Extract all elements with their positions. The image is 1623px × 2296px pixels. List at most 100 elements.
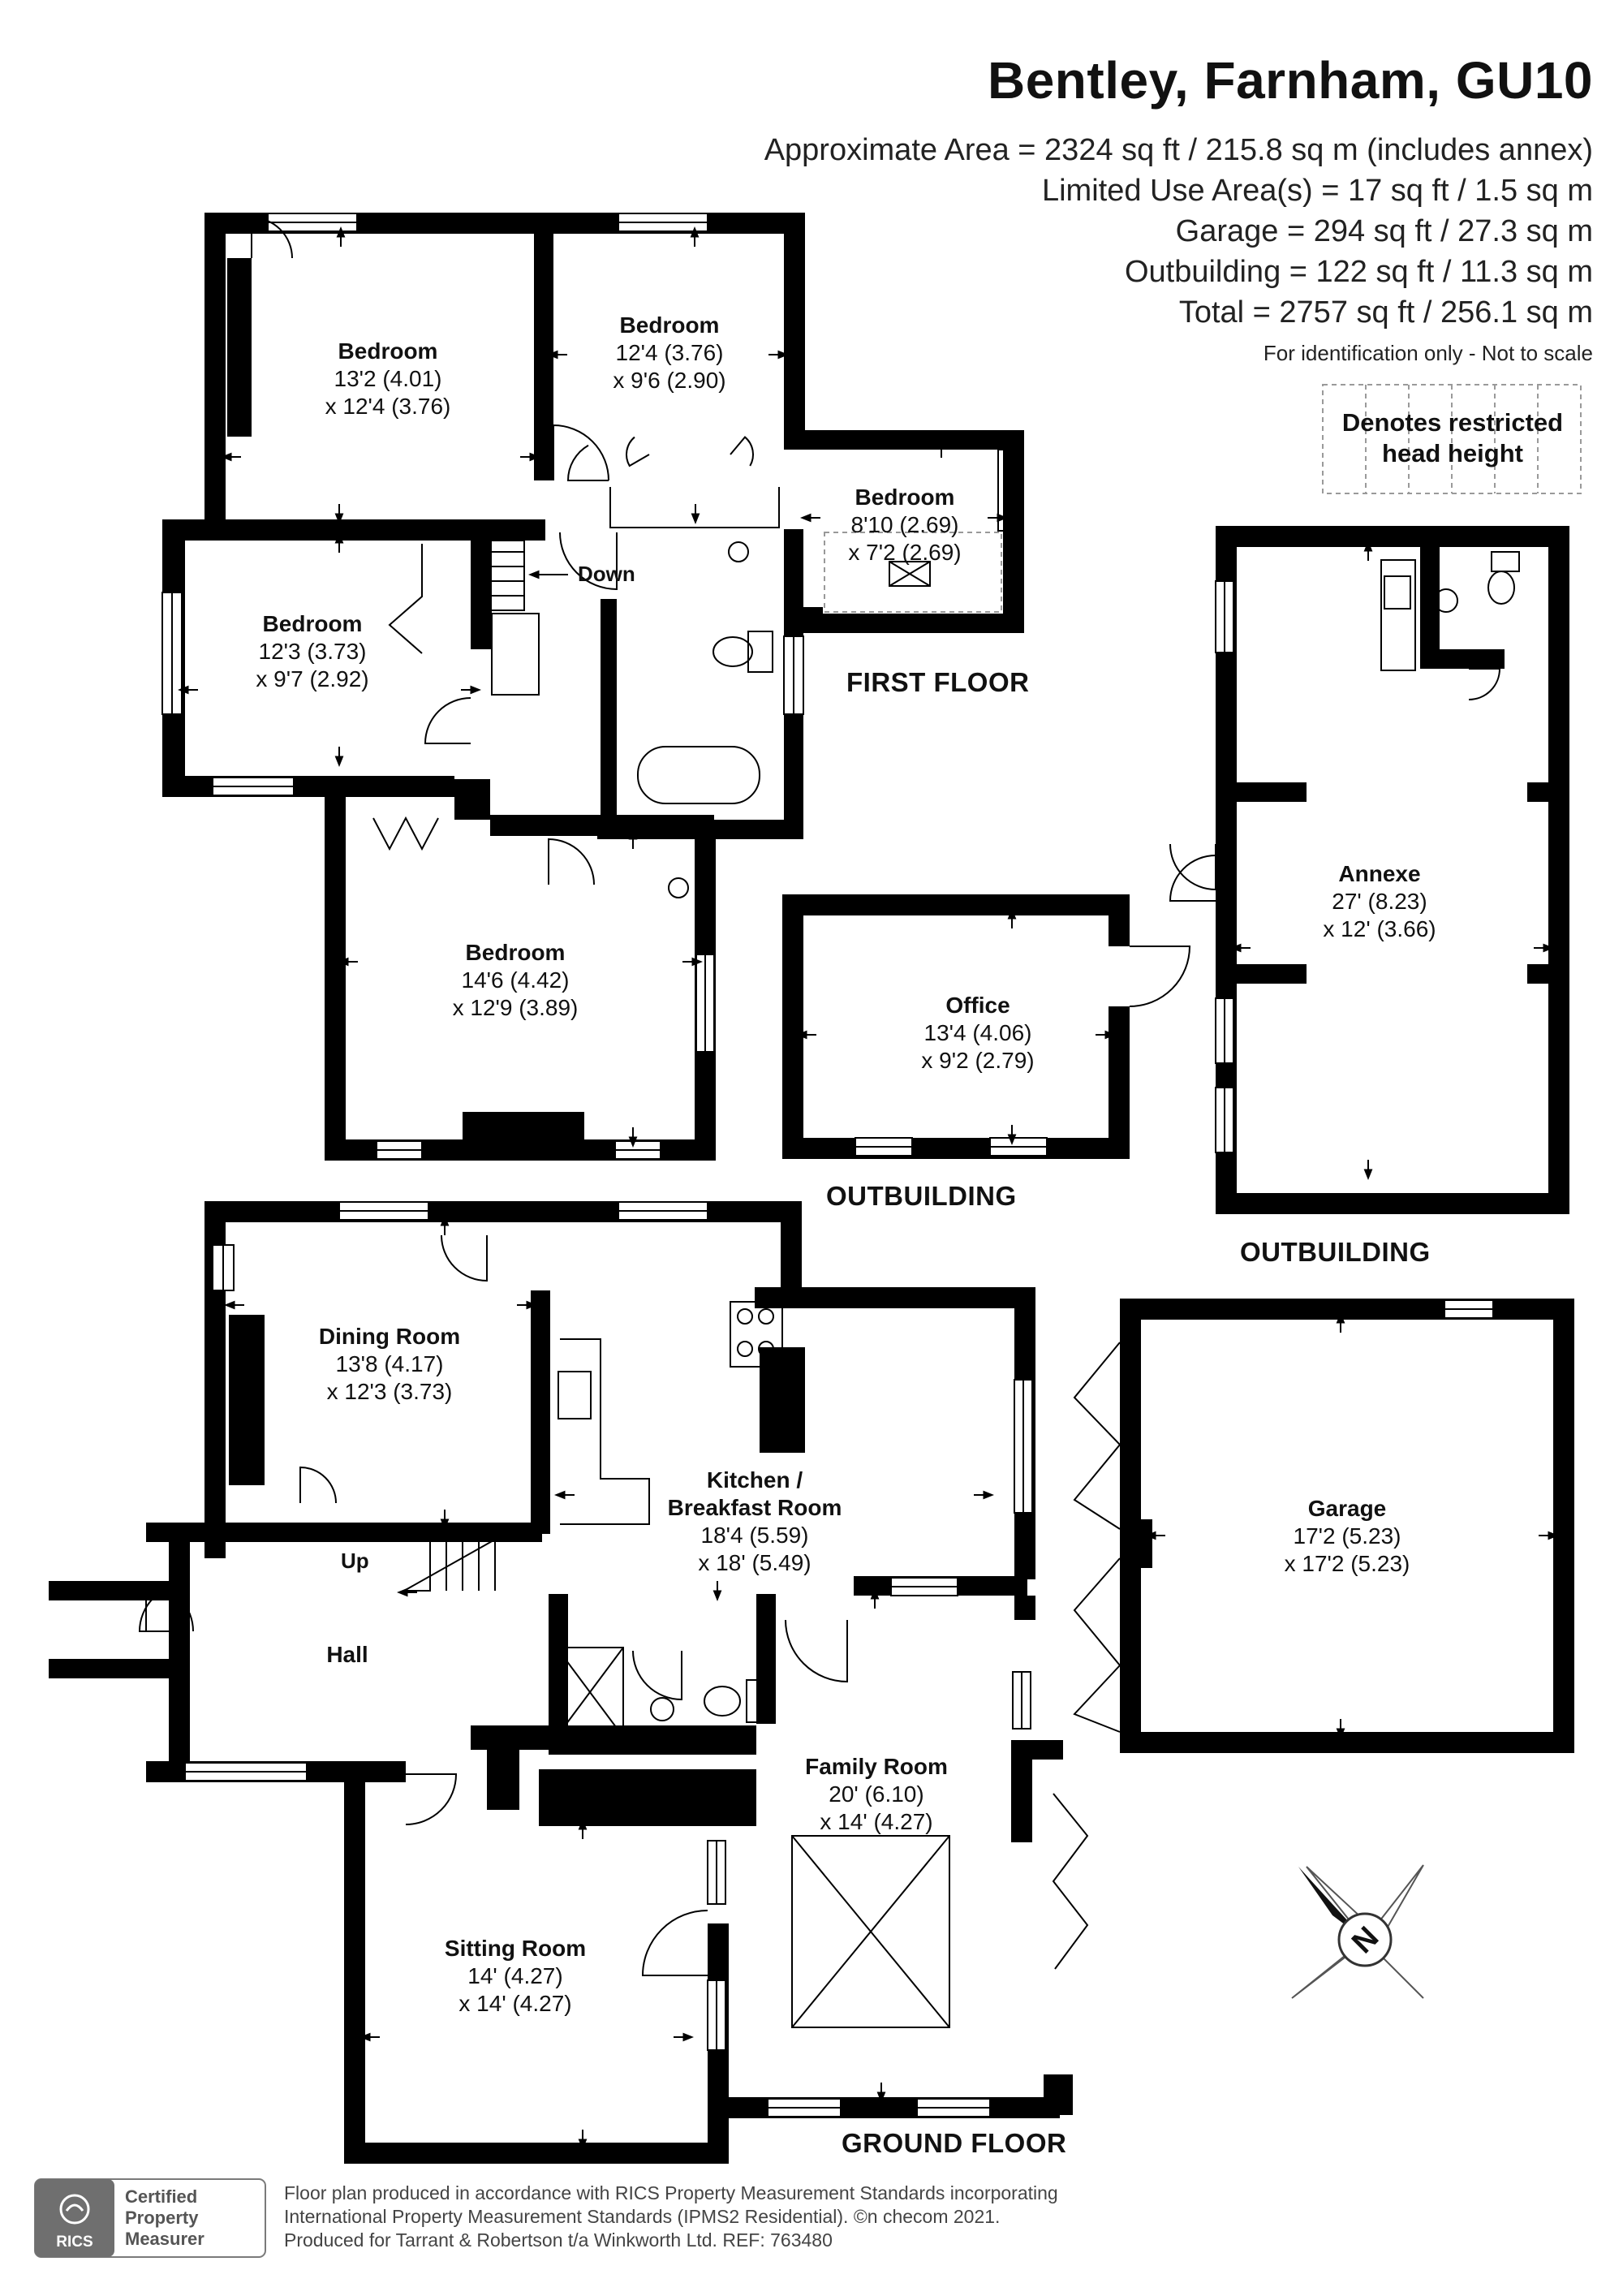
- room-dim-1: 14' (4.27): [467, 1963, 563, 1988]
- wall-segment: [204, 519, 545, 541]
- dimension-arrow: [440, 1215, 450, 1226]
- room-dining: Dining Room 13'8 (4.17) x 12'3 (3.73): [292, 1323, 487, 1406]
- garage-area: Garage = 294 sq ft / 27.3 sq m: [1175, 214, 1593, 248]
- door-swing: [1169, 855, 1216, 902]
- hob-ring: [758, 1308, 774, 1325]
- stairs-down-label: Down: [578, 562, 635, 586]
- room-name: Bedroom: [855, 485, 955, 510]
- wardrobe-doors: [388, 544, 423, 654]
- wc-bowl: [712, 636, 753, 667]
- annexe-wc-cistern: [1491, 551, 1520, 572]
- door-swing: [251, 216, 293, 259]
- badge-line-1: Certified: [125, 2186, 197, 2207]
- wall-segment: [344, 2143, 729, 2164]
- dimension-arrow: [997, 513, 1008, 523]
- room-sitting: Sitting Room 14' (4.27) x 14' (4.27): [418, 1935, 613, 2018]
- door-swing: [441, 1234, 488, 1282]
- room-dim-1: 12'4 (3.76): [615, 340, 724, 365]
- limited-use-area: Limited Use Area(s) = 17 sq ft / 1.5 sq …: [1041, 174, 1593, 208]
- hob: [730, 1301, 783, 1368]
- room-dim-1: 20' (6.10): [829, 1781, 924, 1807]
- room-name: Sitting Room: [444, 1936, 587, 1961]
- wall-segment: [549, 1725, 756, 1755]
- restricted-legend-box: [1322, 384, 1582, 494]
- door-swing: [1129, 946, 1191, 1007]
- dimension-arrow: [334, 756, 344, 767]
- room-dim-2: x 7'2 (2.69): [848, 540, 962, 565]
- wall-segment: [454, 779, 490, 820]
- room-dim-2: x 9'6 (2.90): [613, 368, 726, 393]
- dimension-arrow: [1336, 1312, 1345, 1324]
- stairs-up-label: Up: [341, 1549, 369, 1573]
- wall-segment: [1553, 1299, 1574, 1753]
- room-dim-1: 27' (8.23): [1332, 889, 1427, 914]
- wall-segment: [1216, 1193, 1569, 1214]
- room-office: Office 13'4 (4.06) x 9'2 (2.79): [897, 992, 1059, 1075]
- bathroom-sink: [728, 541, 749, 562]
- room-dim-2: x 14' (4.27): [820, 1809, 933, 1834]
- dimension-arrow: [983, 1490, 994, 1500]
- dimension-arrow: [1007, 908, 1017, 920]
- wall-segment: [1120, 1519, 1152, 1568]
- wall-segment: [344, 1766, 365, 2164]
- room-dim-2: x 12'3 (3.73): [326, 1379, 453, 1404]
- dimension-arrow: [338, 957, 349, 967]
- wall-segment: [1237, 782, 1307, 802]
- wall-segment: [49, 1659, 170, 1678]
- room-annexe: Annexe 27' (8.23) x 12' (3.66): [1298, 860, 1461, 943]
- wall-segment: [1011, 1745, 1032, 1842]
- room-garage: Garage 17'2 (5.23) x 17'2 (5.23): [1266, 1495, 1428, 1578]
- door-swing: [641, 1910, 708, 1976]
- dimension-arrow: [1543, 943, 1554, 953]
- loft-hatch-cross: [889, 561, 931, 587]
- room-name-2: Breakfast Room: [667, 1495, 842, 1520]
- room-dim-2: x 12'9 (3.89): [452, 995, 579, 1020]
- identification-note: For identification only - Not to scale: [1263, 341, 1593, 365]
- annexe-basin: [1434, 588, 1458, 613]
- dimension-arrow: [359, 2032, 371, 2042]
- wardrobe-doors: [372, 816, 439, 851]
- dimension-arrow: [178, 685, 189, 695]
- dimension-arrow: [691, 957, 703, 967]
- room-hall: Hall: [299, 1641, 396, 1669]
- wall-segment: [169, 1523, 190, 1782]
- room-dim-2: x 9'2 (2.79): [921, 1048, 1035, 1073]
- door-swing: [626, 436, 650, 467]
- dimension-arrow: [690, 226, 700, 238]
- wall-segment: [227, 258, 252, 437]
- door-swing: [553, 424, 609, 481]
- door-swing: [559, 532, 618, 591]
- door-swing: [145, 1583, 194, 1632]
- door-swing: [785, 1619, 848, 1683]
- room-dim-2: x 17'2 (5.23): [1284, 1551, 1410, 1576]
- dimension-arrow: [526, 1300, 537, 1310]
- outbuilding-area: Outbuilding = 122 sq ft / 11.3 sq m: [1124, 255, 1593, 289]
- footer-line-2: International Property Measurement Stand…: [284, 2206, 1001, 2227]
- hob-ring: [737, 1341, 753, 1357]
- walls: [49, 213, 1574, 2164]
- door-swing: [138, 1583, 187, 1632]
- door-swing: [730, 436, 754, 467]
- closet-outline: [609, 487, 780, 528]
- wall-segment: [1120, 1732, 1574, 1753]
- room-dim-1: 14'6 (4.42): [461, 967, 570, 993]
- dimension-arrow: [682, 2032, 694, 2042]
- dimension-arrow: [628, 1136, 638, 1148]
- wc-cistern: [747, 631, 773, 673]
- room-dim-2: x 12'4 (3.76): [325, 394, 451, 419]
- garage-doors-upper: [1073, 1342, 1121, 1530]
- room-name: Bedroom: [338, 338, 438, 364]
- wall-segment: [784, 430, 1019, 450]
- dimension-arrow: [1104, 1030, 1116, 1040]
- dimension-arrow: [528, 570, 540, 579]
- wall-segment: [204, 1201, 802, 1222]
- stair-outline: [404, 1533, 431, 1592]
- room-name: Family Room: [805, 1754, 948, 1779]
- outbuilding-annexe-label: OUTBUILDING: [1240, 1237, 1431, 1267]
- ground-floor-label: GROUND FLOOR: [842, 2128, 1067, 2158]
- wall-segment: [1109, 1006, 1130, 1159]
- rics-certified-badge: RICS Certified Property Measurer: [34, 2178, 266, 2258]
- room-name: Dining Room: [318, 1324, 461, 1349]
- dimension-arrow: [691, 513, 700, 524]
- shower-diagonal: [556, 1647, 624, 1738]
